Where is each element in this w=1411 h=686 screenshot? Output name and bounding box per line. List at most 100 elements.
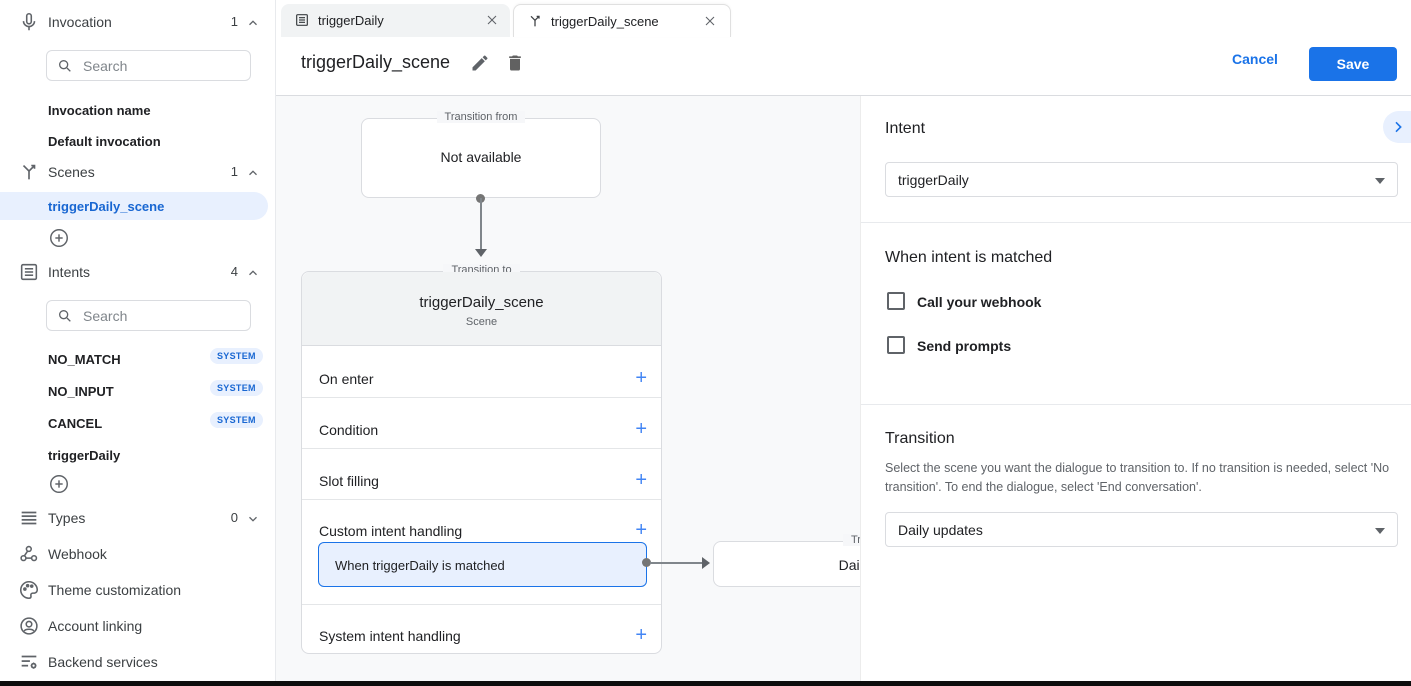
caret-down-icon bbox=[1375, 178, 1385, 184]
page-title: triggerDaily_scene bbox=[301, 52, 451, 72]
microphone-icon bbox=[18, 11, 40, 33]
search-input[interactable] bbox=[83, 52, 243, 79]
sidebar-item-backend-services[interactable]: Backend services bbox=[0, 648, 276, 676]
scene-icon bbox=[527, 13, 543, 34]
row-divider bbox=[302, 604, 661, 605]
add-on-enter-button[interactable]: + bbox=[635, 367, 647, 389]
sidebar-item-triggerdaily-scene[interactable]: triggerDaily_scene bbox=[0, 192, 268, 220]
chevron-up-icon bbox=[246, 266, 260, 280]
connector-line bbox=[480, 198, 482, 250]
chevron-up-icon bbox=[246, 166, 260, 180]
section-label: Invocation bbox=[48, 14, 112, 30]
sidebar-item-webhook[interactable]: Webhook bbox=[0, 540, 276, 568]
intent-select-value: triggerDaily bbox=[898, 172, 969, 188]
search-input[interactable] bbox=[83, 302, 243, 329]
add-slot-filling-button[interactable]: + bbox=[635, 469, 647, 491]
tab-triggerdaily-scene[interactable]: triggerDaily_scene bbox=[513, 4, 731, 37]
section-label: Scenes bbox=[48, 164, 95, 180]
account-icon bbox=[18, 615, 40, 637]
section-count: 1 bbox=[230, 164, 238, 179]
chevron-down-icon bbox=[246, 512, 260, 526]
sidebar-section-scenes[interactable]: Scenes 1 bbox=[0, 158, 276, 186]
backend-services-icon bbox=[18, 651, 40, 673]
search-icon bbox=[59, 310, 71, 322]
window-bottom-edge bbox=[0, 681, 1411, 686]
row-custom-intent-label: Custom intent handling bbox=[319, 523, 463, 539]
intent-icon bbox=[18, 261, 40, 283]
plus-circle-icon bbox=[50, 229, 68, 247]
gear-icon bbox=[30, 662, 37, 669]
close-icon[interactable] bbox=[702, 13, 718, 29]
intent-handler-when-triggerdaily-matched[interactable]: When triggerDaily is matched bbox=[318, 542, 647, 587]
intents-search[interactable] bbox=[46, 300, 251, 331]
add-custom-intent-button[interactable]: + bbox=[635, 519, 647, 541]
plus-circle-icon bbox=[50, 475, 68, 493]
sidebar-item-default-invocation[interactable]: Default invocation bbox=[48, 134, 161, 149]
transition-target-node[interactable]: Transition to Daily updates bbox=[713, 534, 860, 587]
scene-node: Transition to triggerDaily_scene Scene O… bbox=[301, 264, 662, 654]
add-system-intent-button[interactable]: + bbox=[635, 624, 647, 646]
scene-diagram-canvas: Transition from Not available Transition… bbox=[276, 96, 860, 681]
sidebar-section-types[interactable]: Types 0 bbox=[0, 504, 276, 532]
add-intent-button[interactable] bbox=[48, 473, 70, 495]
connector-line bbox=[650, 562, 704, 564]
sidebar-item-cancel[interactable]: CANCEL SYSTEM bbox=[0, 412, 276, 436]
intent-details-panel: Intent triggerDaily When intent is match… bbox=[860, 96, 1411, 681]
scene-node-subtitle: Scene bbox=[465, 316, 498, 328]
checkbox-unchecked[interactable] bbox=[887, 336, 905, 354]
tab-triggerdaily[interactable]: triggerDaily bbox=[281, 4, 510, 37]
section-count: 1 bbox=[230, 14, 238, 29]
section-label: Types bbox=[48, 510, 86, 526]
sidebar-item-account-linking[interactable]: Account linking bbox=[0, 612, 276, 640]
intent-icon bbox=[294, 12, 310, 33]
invocation-search[interactable] bbox=[46, 50, 251, 81]
cancel-button[interactable]: Cancel bbox=[1232, 51, 1278, 67]
intent-heading: Intent bbox=[885, 120, 926, 137]
delete-icon[interactable] bbox=[505, 53, 525, 73]
transition-select-value: Daily updates bbox=[898, 522, 983, 538]
transition-target-value: Daily updates bbox=[838, 557, 860, 573]
row-on-enter-label: On enter bbox=[319, 371, 374, 387]
palette-icon bbox=[18, 579, 40, 601]
editor-header: triggerDaily triggerDaily_scene triggerD… bbox=[276, 0, 1411, 96]
transition-description: Select the scene you want the dialogue t… bbox=[885, 461, 1390, 494]
node-legend: Transition from bbox=[362, 111, 600, 123]
transition-select[interactable]: Daily updates bbox=[885, 512, 1398, 547]
sidebar: Invocation 1 Invocation name Default inv… bbox=[0, 0, 276, 681]
row-system-intent-label: System intent handling bbox=[319, 628, 461, 644]
section-count: 0 bbox=[230, 510, 238, 525]
scene-node-title: triggerDaily_scene bbox=[419, 294, 544, 311]
row-divider bbox=[302, 397, 661, 398]
section-divider bbox=[861, 404, 1411, 405]
sidebar-item-no-match[interactable]: NO_MATCH SYSTEM bbox=[0, 348, 276, 372]
row-divider bbox=[302, 499, 661, 500]
intent-select[interactable]: triggerDaily bbox=[885, 162, 1398, 197]
chevron-right-icon bbox=[1395, 121, 1402, 133]
sidebar-item-triggerdaily[interactable]: triggerDaily bbox=[48, 448, 121, 463]
save-button[interactable]: Save bbox=[1309, 47, 1397, 81]
checkbox-unchecked[interactable] bbox=[887, 292, 905, 310]
edit-icon[interactable] bbox=[470, 53, 490, 73]
when-matched-heading: When intent is matched bbox=[885, 249, 1053, 266]
sidebar-item-theme-customization[interactable]: Theme customization bbox=[0, 576, 276, 604]
node-legend: Transition to bbox=[714, 534, 860, 546]
section-divider bbox=[861, 222, 1411, 223]
scene-icon bbox=[18, 161, 40, 183]
sidebar-item-invocation-name[interactable]: Invocation name bbox=[48, 103, 151, 118]
row-slot-filling-label: Slot filling bbox=[319, 473, 379, 489]
section-count: 4 bbox=[230, 264, 238, 279]
close-icon[interactable] bbox=[484, 12, 500, 28]
add-condition-button[interactable]: + bbox=[635, 418, 647, 440]
sidebar-item-no-input[interactable]: NO_INPUT SYSTEM bbox=[0, 380, 276, 404]
scene-node-header[interactable] bbox=[302, 272, 661, 346]
sidebar-section-intents[interactable]: Intents 4 bbox=[0, 258, 276, 286]
sidebar-section-invocation[interactable]: Invocation 1 bbox=[0, 8, 276, 36]
collapse-panel-button[interactable] bbox=[1383, 111, 1411, 143]
system-badge: SYSTEM bbox=[210, 412, 263, 428]
section-label: Intents bbox=[48, 264, 91, 280]
add-scene-button[interactable] bbox=[48, 227, 70, 249]
webhook-icon bbox=[18, 543, 40, 565]
row-divider bbox=[302, 448, 661, 449]
system-badge: SYSTEM bbox=[210, 380, 263, 396]
connector-dot bbox=[642, 558, 651, 567]
